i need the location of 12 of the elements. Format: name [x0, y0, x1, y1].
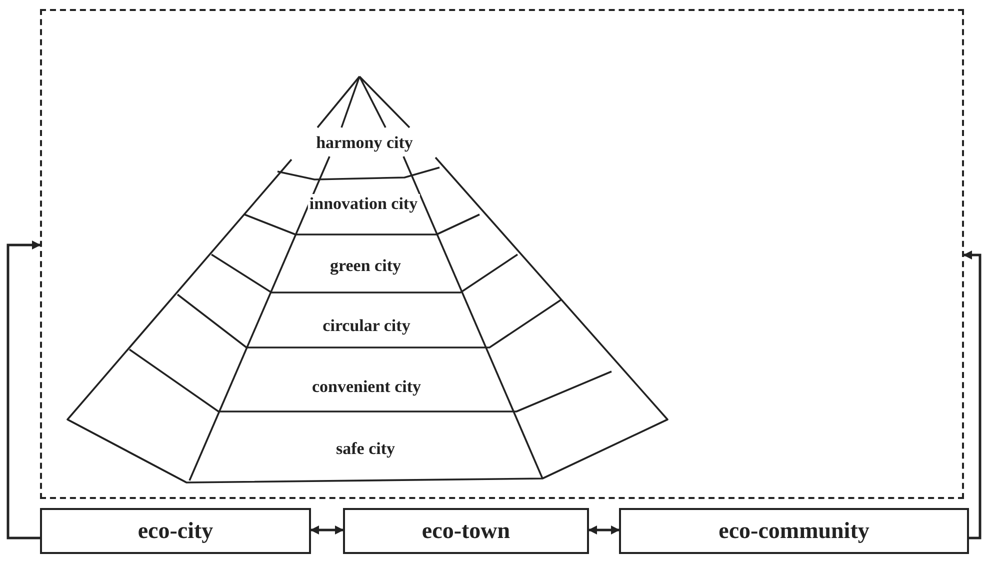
level-box: [40, 508, 311, 554]
connector-arrow: [963, 250, 982, 540]
level-label: eco-city: [138, 518, 214, 544]
level-label: eco-community: [718, 518, 870, 544]
pyramid-level-label: innovation city: [307, 194, 420, 214]
connector-arrow: [6, 240, 41, 540]
level-box: [619, 508, 969, 554]
connector-arrow: [588, 526, 620, 534]
connector-arrow: [310, 526, 344, 534]
dashed-frame: [40, 9, 964, 499]
level-label: eco-town: [422, 518, 510, 544]
level-box: [343, 508, 589, 554]
